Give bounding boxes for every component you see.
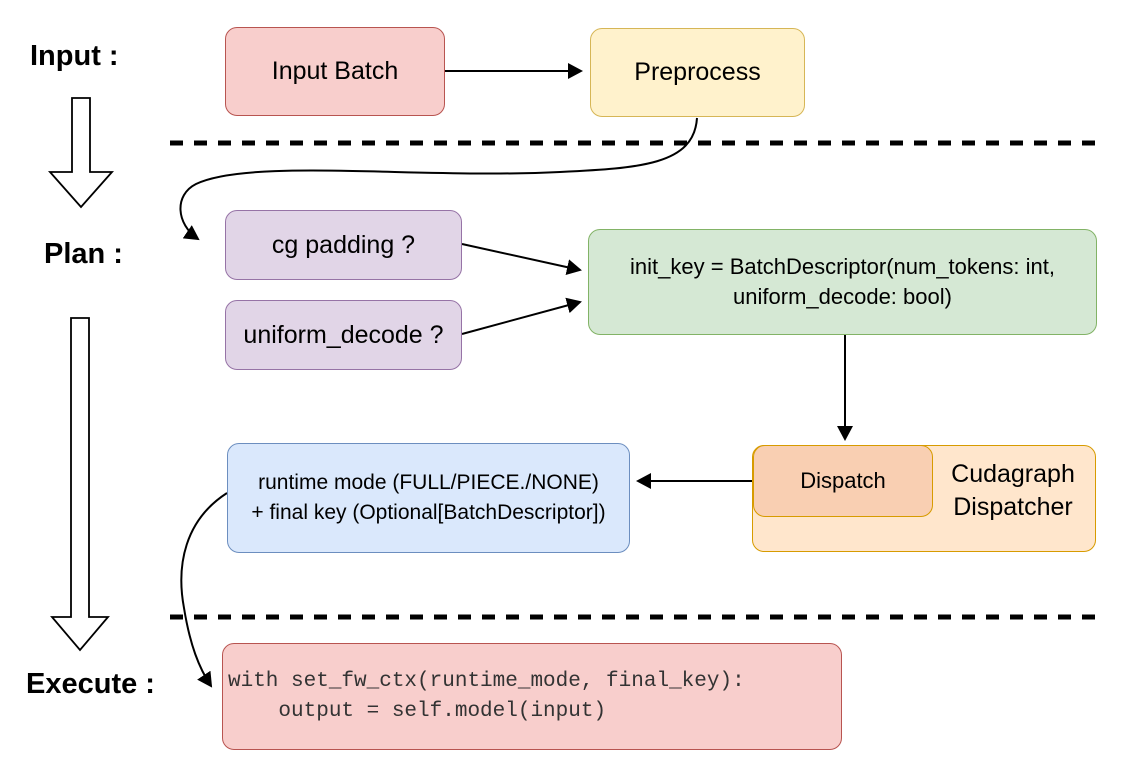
stage-label-execute: Execute : bbox=[26, 668, 155, 700]
node-input-batch: Input Batch bbox=[225, 27, 445, 116]
node-runtime-mode: runtime mode (FULL/PIECE./NONE) + final … bbox=[227, 443, 630, 553]
input-to-plan-arrow bbox=[48, 97, 114, 209]
node-init-key: init_key = BatchDescriptor(num_tokens: i… bbox=[588, 229, 1097, 335]
plan-to-execute-arrow bbox=[50, 317, 110, 652]
cudagraph-dispatcher-label: Cudagraph Dispatcher bbox=[951, 460, 1075, 521]
node-execute-code: with set_fw_ctx(runtime_mode, final_key)… bbox=[222, 643, 842, 750]
stage-label-plan: Plan : bbox=[44, 238, 123, 270]
node-dispatch: Dispatch bbox=[753, 445, 933, 517]
connector-runtimemode-to-executecode bbox=[180, 492, 228, 688]
stage-label-input: Input : bbox=[30, 40, 119, 72]
node-cg-padding: cg padding ? bbox=[225, 210, 462, 280]
node-uniform-decode: uniform_decode ? bbox=[225, 300, 462, 370]
node-preprocess: Preprocess bbox=[590, 28, 805, 117]
connector-uniformdecode-to-initkey bbox=[461, 297, 582, 335]
connector-cgpadding-to-initkey bbox=[461, 243, 582, 276]
